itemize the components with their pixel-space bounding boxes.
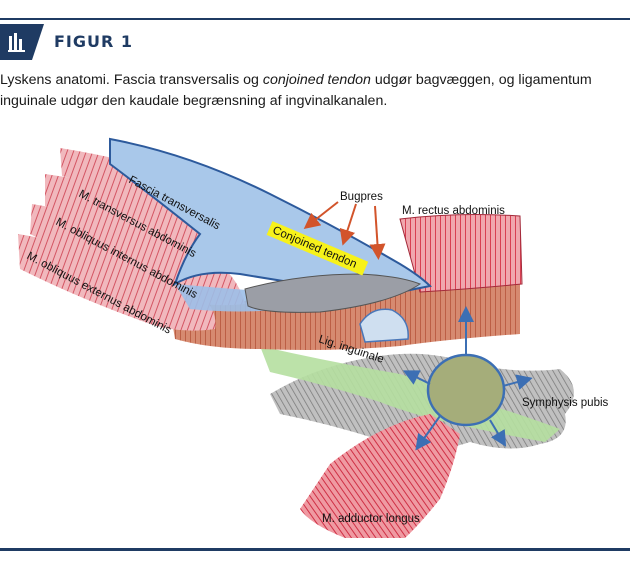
top-rule	[0, 18, 630, 20]
anatomy-drawing: Fascia transversalis M. transversus abdo…	[18, 137, 609, 538]
label-m-rectus: M. rectus abdominis	[402, 205, 505, 217]
caption-text: Lyskens anatomi. Fascia transversalis og	[0, 72, 263, 88]
deep-ring	[359, 308, 409, 343]
figure-title: FIGUR 1	[54, 32, 134, 51]
bottom-rule	[0, 548, 630, 551]
caption-text-end: udgør bagvæggen, og ligamentum inguinale…	[0, 72, 592, 109]
rectus-muscle	[399, 214, 523, 293]
conjoined-tendon-highlight	[266, 221, 369, 276]
obliquus-internus-layer	[30, 204, 245, 306]
caption-italic: conjoined tendon	[262, 72, 371, 88]
label-bugpres: Bugpres	[340, 191, 383, 203]
conjoined-tendon-area	[244, 273, 422, 313]
symphysis-circle	[426, 353, 506, 427]
label-m-adductor-longus: M. adductor longus	[322, 513, 420, 525]
figure-caption: Lyskens anatomi. Fascia transversalis og…	[0, 70, 628, 112]
obliquus-externus-layer	[18, 234, 216, 331]
chart-icon	[0, 24, 44, 60]
label-symphysis-pubis: Symphysis pubis	[522, 397, 609, 409]
